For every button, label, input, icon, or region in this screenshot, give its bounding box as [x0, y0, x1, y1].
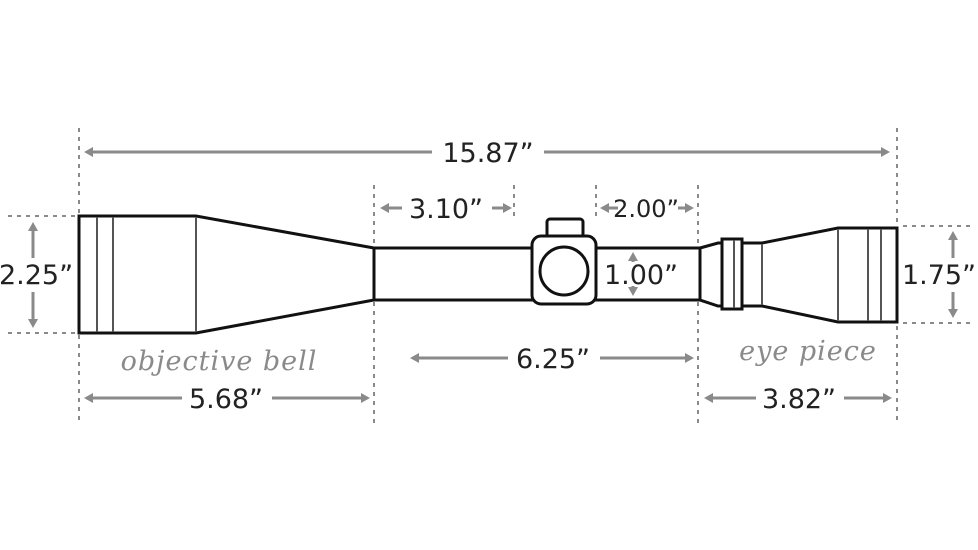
- overall-length-label: 15.87”: [442, 138, 533, 169]
- tube-diameter-label: 1.00”: [604, 260, 678, 291]
- rear-mount-spacing-label: 2.00”: [613, 195, 679, 223]
- turret-cap: [545, 217, 585, 239]
- arrow-head: [84, 147, 93, 157]
- arrow-head: [628, 252, 638, 261]
- objective-bell-diameter-label: 2.25”: [0, 260, 73, 291]
- eye-piece-diameter-label: 1.75”: [902, 260, 976, 291]
- dimension-arrows: [28, 147, 958, 403]
- objective-bell-outline: [77, 214, 376, 335]
- objective-bell-label: objective bell: [121, 346, 318, 377]
- dimension-labels: 15.87” 3.10” 2.00” 2.25” 1.00” 1.75” 6.2…: [0, 138, 976, 415]
- arrow-head: [628, 287, 638, 296]
- guide-lines: [8, 128, 975, 425]
- arrow-head: [600, 203, 609, 213]
- arrow-head: [410, 353, 419, 363]
- main-tube-length-label: 6.25”: [516, 344, 590, 375]
- turret-dial: [538, 245, 590, 297]
- arrow-head: [503, 203, 512, 213]
- arrow-head: [704, 393, 713, 403]
- arrow-head: [84, 393, 93, 403]
- arrow-head: [948, 309, 958, 318]
- arrow-head: [380, 203, 389, 213]
- part-labels: objective bell eye piece: [121, 336, 877, 377]
- objective-bell-length-label: 5.68”: [189, 384, 263, 415]
- arrow-head: [685, 353, 694, 363]
- arrow-head: [883, 393, 892, 403]
- arrow-head: [948, 231, 958, 240]
- front-mount-spacing-label: 3.10”: [409, 194, 483, 225]
- rifle-scope: [77, 214, 899, 335]
- arrow-head: [28, 222, 38, 231]
- arrow-head: [685, 203, 694, 213]
- eye-piece-outline: [698, 226, 899, 324]
- arrow-head: [361, 393, 370, 403]
- arrow-head: [881, 147, 890, 157]
- eye-piece-length-label: 3.82”: [762, 384, 836, 415]
- eye-piece-ring: [720, 237, 744, 311]
- eye-piece-label: eye piece: [739, 336, 877, 367]
- arrow-head: [28, 319, 38, 328]
